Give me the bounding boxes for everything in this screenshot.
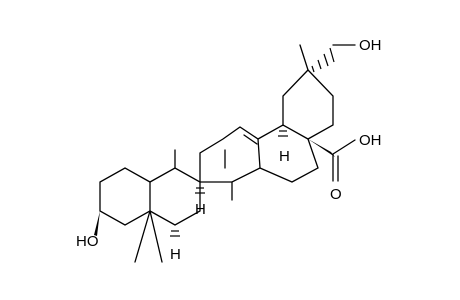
atom-labels: OH OH O HO H H H xyxy=(76,37,382,263)
label-oh-acid: OH xyxy=(359,132,382,149)
hash-c18-h xyxy=(278,130,288,137)
ring-e xyxy=(282,69,334,140)
ring-b xyxy=(149,167,201,226)
stereo-bonds xyxy=(94,47,335,237)
label-h-c9: H xyxy=(195,201,206,218)
label-ho-left: HO xyxy=(76,233,99,250)
label-h-c18: H xyxy=(279,148,290,165)
acid-c-oh xyxy=(332,139,356,155)
ring-c xyxy=(199,126,261,183)
label-h-c5: H xyxy=(170,246,181,263)
methyl-c4-a xyxy=(134,210,151,263)
double-bond-c12-c13 xyxy=(243,134,258,145)
hash-c20-ch2 xyxy=(311,47,335,73)
hash-c9-h xyxy=(195,187,205,194)
ring-a xyxy=(99,167,151,226)
bond-skeleton xyxy=(99,44,356,263)
wedge-c3-oh xyxy=(94,211,100,236)
hash-c5-h xyxy=(170,230,180,237)
label-oh-top: OH xyxy=(359,37,382,54)
label-o-carbonyl: O xyxy=(330,186,342,203)
methyl-c20 xyxy=(299,44,309,71)
ring-d xyxy=(257,124,319,183)
wedge-c17-cooh xyxy=(308,139,335,157)
methyl-c4-b xyxy=(149,210,163,263)
